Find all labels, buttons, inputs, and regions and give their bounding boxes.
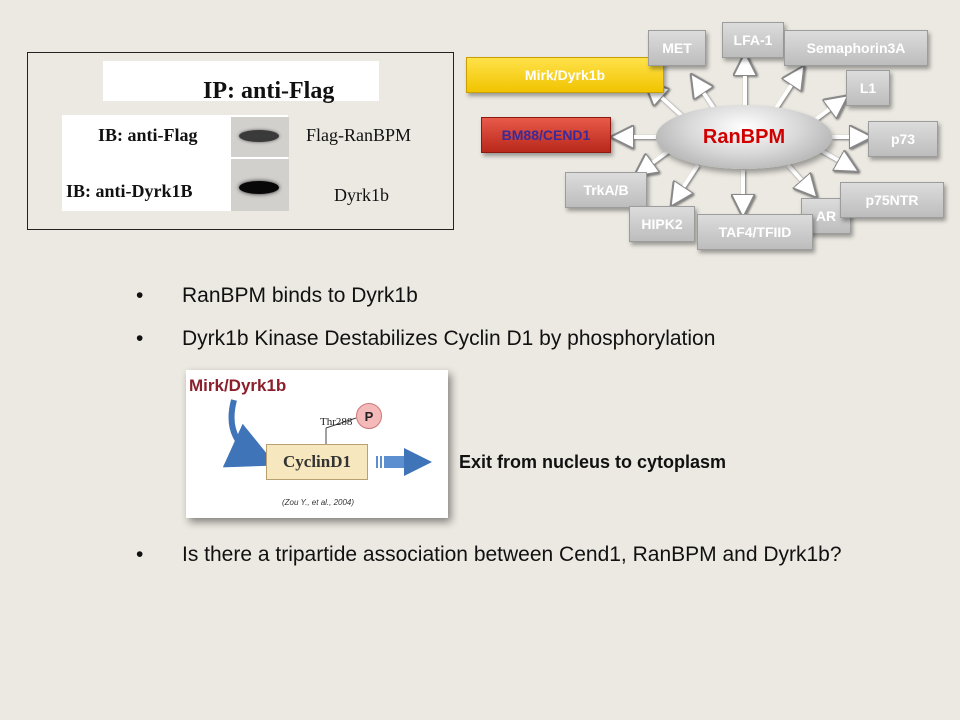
node-semaphorin3a: Semaphorin3A: [784, 30, 928, 66]
node-met: MET: [648, 30, 706, 66]
block-arrow-stripes: [376, 456, 404, 468]
bullet-text-2: Dyrk1b Kinase Destabilizes Cyclin D1 by …: [182, 327, 716, 350]
curved-arrow: [222, 399, 277, 468]
blot-title: IP: anti-Flag: [203, 78, 335, 104]
node-hipk2: HIPK2: [629, 206, 695, 242]
arrow-to-trkab: [640, 148, 672, 172]
node-lfa1: LFA-1: [722, 22, 784, 58]
cyclin-fig-citation: (Zou Y., et al., 2004): [282, 498, 355, 507]
blot-band-flag: [239, 130, 279, 142]
blot-protein-flag-ranbpm: Flag-RanBPM: [306, 125, 412, 145]
cyclin-d1-figure: Mirk/Dyrk1b Thr288 P CyclinD1 (Zou Y., e…: [186, 370, 448, 518]
cyclin-fig-kinase-label: Mirk/Dyrk1b: [189, 376, 287, 395]
blot-protein-dyrk1b: Dyrk1b: [334, 185, 389, 205]
node-p73: p73: [868, 121, 938, 157]
cyclin-d1-box: CyclinD1: [266, 444, 368, 480]
western-blot-panel: IP: anti-Flag IB: anti-Flag IB: anti-Dyr…: [27, 52, 454, 230]
phospho-badge: P: [356, 403, 382, 429]
blot-ib-label-dyrk1b: IB: anti-Dyrk1B: [66, 181, 193, 201]
node-trkab: TrkA/B: [565, 172, 647, 208]
node-l1: L1: [846, 70, 890, 106]
arrow-to-ar: [786, 163, 812, 192]
cyclin-fig-arrows: [222, 399, 432, 476]
arrow-to-p75ntr: [819, 148, 852, 168]
hub-ranbpm: RanBPM: [656, 105, 832, 169]
arrow-to-l1: [813, 100, 842, 122]
blot-lane-dyrk1b: [231, 159, 289, 211]
bullet-dot: •: [136, 327, 144, 350]
block-arrow-head: [404, 448, 432, 476]
bullet-text-3: Is there a tripartide association betwee…: [182, 543, 842, 566]
blot-band-dyrk1b: [239, 181, 279, 194]
bullet-text-1: RanBPM binds to Dyrk1b: [182, 284, 418, 307]
node-bm88-cend1: BM88/CEND1: [481, 117, 611, 153]
network-arrows: [460, 20, 950, 260]
node-mirk-dyrk1b: Mirk/Dyrk1b: [466, 57, 664, 93]
blot-title-box: [103, 61, 379, 101]
blot-ib-label-flag: IB: anti-Flag: [98, 125, 198, 145]
exit-caption: Exit from nucleus to cytoplasm: [459, 452, 727, 472]
cyclin-fig-residue: Thr288: [320, 416, 353, 428]
bullet-dot: •: [136, 543, 144, 566]
blot-lane-flag: [231, 117, 289, 157]
arrow-to-hipk2: [675, 163, 700, 200]
arrow-to-met: [695, 80, 717, 112]
p-connector: [325, 417, 357, 429]
bullet-dot: •: [136, 284, 144, 307]
arrow-to-semaphorin: [773, 72, 800, 112]
node-taf4-tfiid: TAF4/TFIID: [697, 214, 813, 250]
node-p75ntr: p75NTR: [840, 182, 944, 218]
